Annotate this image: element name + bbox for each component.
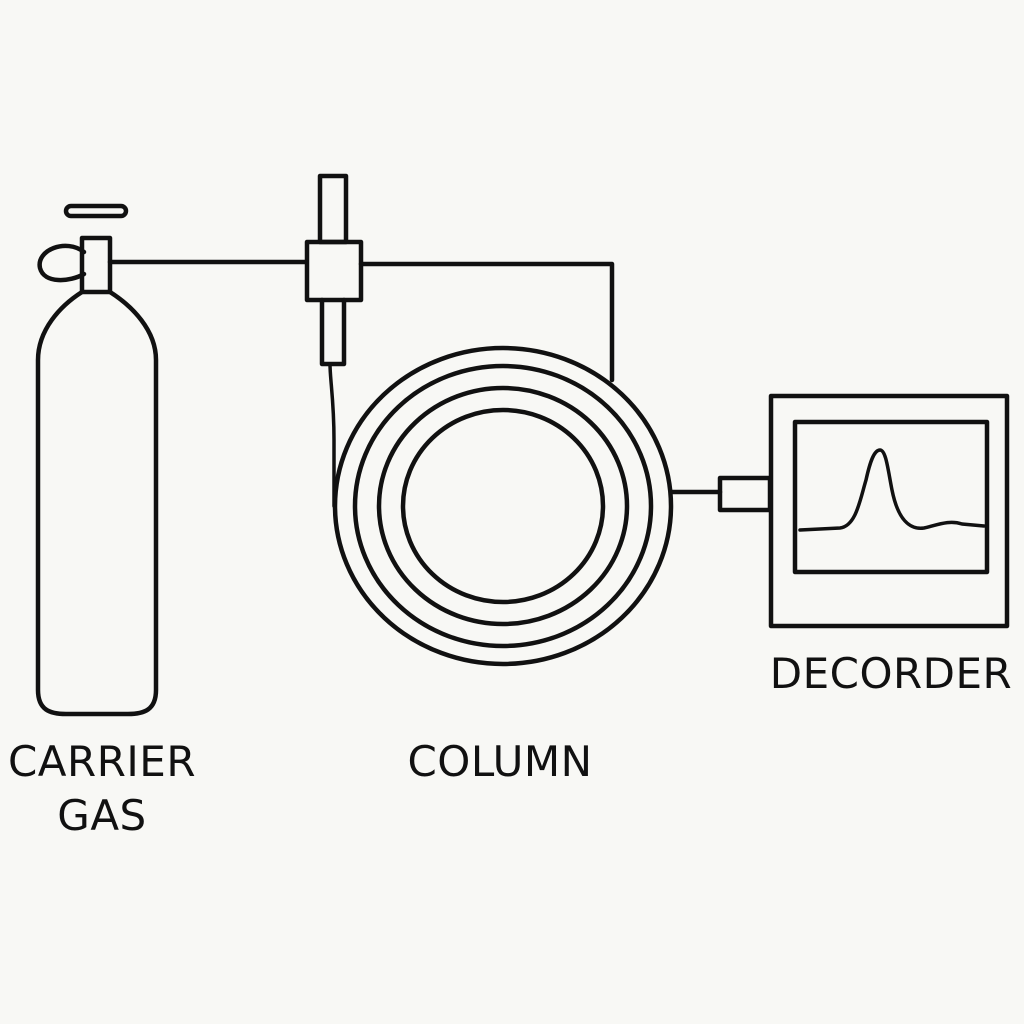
column-coil	[332, 345, 674, 667]
chromatogram-peak-trace	[798, 448, 986, 532]
cylinder-valve-handle	[63, 203, 129, 219]
injector-to-column-line	[328, 362, 336, 508]
column-label: COLUMN	[407, 737, 592, 786]
detector-outer-frame	[768, 393, 1010, 629]
carrier-gas-label-line1: CARRIER	[8, 737, 196, 786]
injector-needle	[319, 297, 347, 367]
detector-connector	[717, 475, 773, 513]
column-ring-1	[332, 345, 674, 667]
detector-box	[768, 393, 1010, 629]
column-inlet-line	[358, 261, 615, 383]
column-ring-2	[352, 363, 654, 649]
carrier-gas-label-line2: GAS	[57, 791, 146, 840]
detector-screen	[792, 419, 990, 575]
injector-block	[304, 239, 364, 303]
cylinder-valve-stem	[79, 235, 113, 295]
injector	[304, 173, 364, 367]
column-ring-4	[400, 407, 606, 605]
cylinder-valve-knob	[37, 243, 87, 283]
carrier-gas-cylinder	[35, 203, 159, 717]
cylinder-body	[35, 289, 159, 717]
injector-septum-top	[317, 173, 349, 245]
detector-label: DECORDER	[770, 649, 1013, 698]
column-ring-3	[376, 385, 630, 627]
